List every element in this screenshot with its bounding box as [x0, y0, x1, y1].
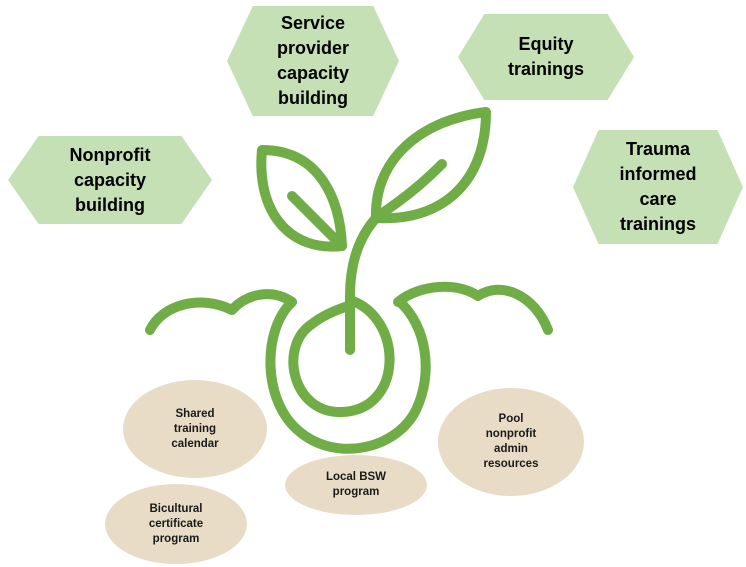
- right-leaf-vein: [373, 159, 447, 221]
- shared-calendar-label: Shared training calendar: [171, 407, 219, 450]
- trauma-informed-label: Trauma informed care trainings: [619, 139, 697, 234]
- ground-right-line: [393, 281, 553, 335]
- nonprofit-capacity-hexagon: Nonprofit capacity building: [8, 136, 212, 224]
- bicultural-certificate-label: Bicultural certificate program: [148, 502, 204, 545]
- shared-calendar-oval: Shared training calendar: [123, 380, 267, 478]
- service-provider-label: Service provider capacity building: [276, 13, 350, 108]
- pool-resources-label: Pool nonprofit admin resources: [483, 413, 539, 470]
- equity-trainings-hexagon: Equity trainings: [458, 14, 634, 100]
- bicultural-certificate-oval: Bicultural certificate program: [105, 484, 247, 564]
- local-bsw-label: Local BSW program: [325, 471, 387, 498]
- inner-seed: [288, 295, 395, 418]
- pool-resources-oval: Pool nonprofit admin resources: [438, 388, 584, 496]
- left-leaf-vein: [287, 191, 347, 251]
- service-provider-hexagon: Service provider capacity building: [227, 6, 399, 116]
- stem: [345, 213, 381, 355]
- outer-seed-ring: [265, 297, 431, 454]
- equity-trainings-label: Equity trainings: [507, 34, 584, 79]
- ground-left-line: [145, 289, 297, 335]
- nonprofit-capacity-label: Nonprofit capacity building: [69, 144, 151, 215]
- trauma-informed-hexagon: Trauma informed care trainings: [573, 130, 743, 244]
- local-bsw-oval: Local BSW program: [285, 455, 427, 515]
